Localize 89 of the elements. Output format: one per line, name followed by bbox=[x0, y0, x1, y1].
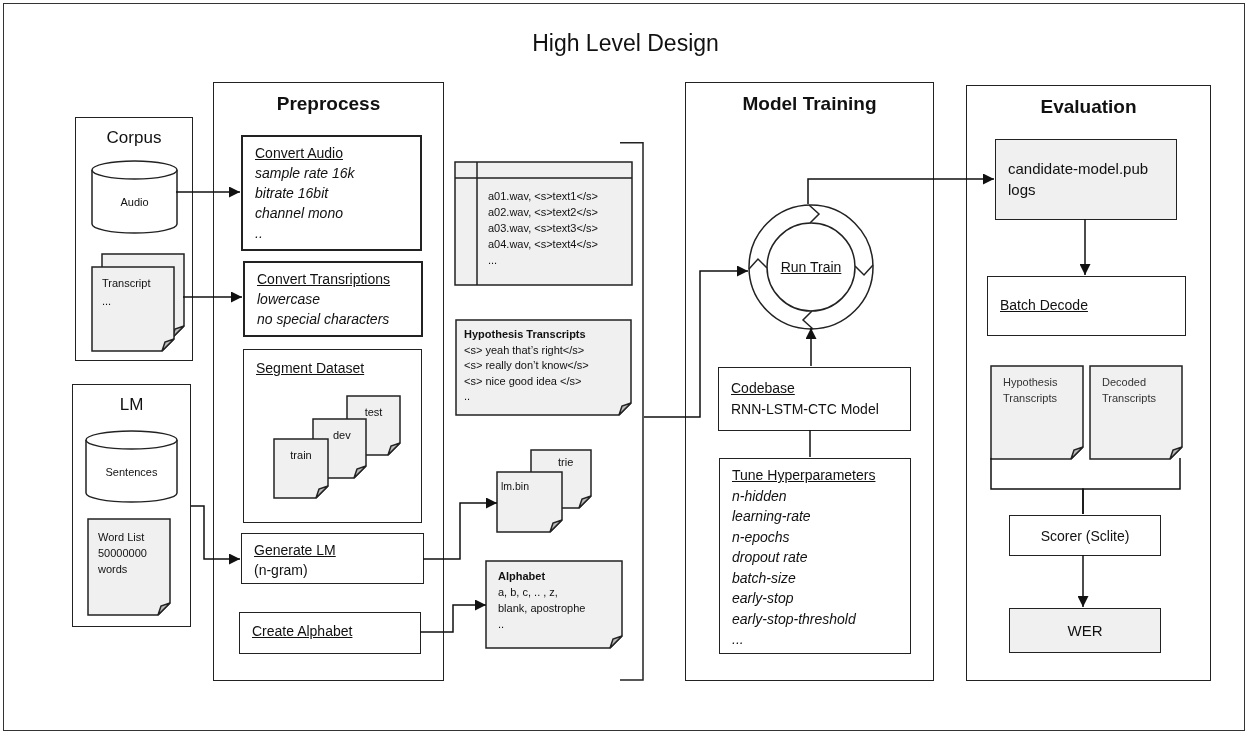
cylinder-label: Sentences bbox=[105, 465, 158, 478]
group-panel bbox=[685, 82, 934, 681]
step-detail: no special characters bbox=[257, 310, 391, 329]
cylinder-label: Audio bbox=[120, 196, 149, 208]
file-line: a03.wav, <s>text3</s> bbox=[488, 221, 599, 236]
document-label: Transcript bbox=[102, 276, 152, 291]
process-box bbox=[1009, 515, 1161, 556]
arrow bbox=[419, 599, 487, 633]
process-box bbox=[718, 367, 911, 431]
process-box bbox=[987, 276, 1186, 336]
arrow bbox=[190, 505, 241, 565]
parameter-item: early-stop-threshold bbox=[732, 609, 857, 629]
document-title: Alphabet bbox=[498, 569, 547, 584]
document-label: dev bbox=[333, 429, 352, 441]
document-label: Hypothesis Transcripts bbox=[1003, 375, 1059, 406]
process-box bbox=[243, 261, 423, 337]
parameter-item: n-hidden bbox=[732, 486, 788, 506]
step-detail: lowercase bbox=[257, 290, 322, 309]
document-title: Hypothesis Transcripts bbox=[464, 327, 587, 342]
group-title: Corpus bbox=[105, 128, 163, 148]
arrow bbox=[175, 186, 241, 198]
arrow bbox=[1079, 218, 1091, 276]
file-line: a01.wav, <s>text1</s> bbox=[488, 189, 599, 204]
output-label: logs bbox=[1008, 180, 1037, 200]
step-title: Generate LM bbox=[254, 541, 337, 560]
step-detail: RNN-LSTM-CTC Model bbox=[731, 400, 880, 419]
file-line: a, b, c, .. , z, bbox=[498, 585, 559, 600]
parameter-item: dropout rate bbox=[732, 548, 809, 567]
file-line: a04.wav, <s>text4</s> bbox=[488, 237, 599, 252]
process-box bbox=[995, 139, 1177, 220]
group-panel bbox=[966, 85, 1211, 681]
file-line: a02.wav, <s>text2</s> bbox=[488, 205, 599, 220]
step-detail: .. bbox=[255, 224, 264, 243]
file-line: blank, apostrophe bbox=[498, 601, 587, 616]
parameter-item: batch-size bbox=[732, 568, 797, 588]
file-line: .. bbox=[464, 389, 472, 404]
parameter-item: learning-rate bbox=[732, 507, 812, 526]
group-title: Preprocess bbox=[275, 93, 382, 115]
step-detail: bitrate 16bit bbox=[255, 184, 330, 203]
step-title: Tune Hyperparameters bbox=[732, 466, 877, 485]
process-box bbox=[239, 612, 421, 654]
step-title: Codebase bbox=[731, 379, 796, 398]
output-label: candidate-model.pub bbox=[1008, 159, 1150, 179]
group-title: LM bbox=[118, 395, 145, 415]
cycle-label: Run Train bbox=[780, 259, 842, 275]
arrow bbox=[182, 291, 243, 303]
file-line: ... bbox=[488, 253, 499, 268]
file-line: <s> really don’t know</s> bbox=[464, 358, 590, 373]
group-panel bbox=[213, 82, 444, 681]
document-label: ... bbox=[102, 294, 113, 309]
process-label: Scorer (Sclite) bbox=[1040, 527, 1130, 544]
group-panel bbox=[75, 117, 193, 361]
arrow bbox=[422, 497, 498, 560]
process-box bbox=[719, 458, 911, 654]
group-title: Evaluation bbox=[1039, 96, 1138, 118]
document-label: Decoded Transcripts bbox=[1102, 375, 1157, 406]
arrow bbox=[805, 327, 817, 367]
step-detail: sample rate 16k bbox=[255, 164, 356, 183]
connector-line bbox=[1082, 457, 1181, 515]
step-title: Segment Dataset bbox=[256, 360, 366, 376]
file-line: <s> yeah that’s right</s> bbox=[464, 342, 586, 358]
parameter-item: ... bbox=[732, 630, 745, 649]
document-label: lm.bin bbox=[501, 480, 530, 492]
document-label: Word List 50000000 words bbox=[98, 530, 148, 577]
arrow bbox=[1077, 554, 1089, 608]
file-line: <s> nice good idea </s> bbox=[464, 373, 583, 389]
parameter-item: early-stop bbox=[732, 589, 795, 608]
file-line: .. bbox=[498, 617, 506, 632]
document-label: test bbox=[363, 406, 384, 418]
step-title: Create Alphabet bbox=[252, 623, 354, 639]
arrow bbox=[643, 265, 749, 418]
result-label: WER bbox=[1067, 622, 1103, 639]
process-box bbox=[241, 135, 422, 251]
step-detail: channel mono bbox=[255, 204, 344, 223]
document-label: trie bbox=[558, 456, 575, 468]
document-label: train bbox=[289, 449, 313, 461]
group-panel bbox=[72, 384, 191, 627]
diagram-title: High Level Design bbox=[531, 30, 720, 57]
arrow bbox=[807, 173, 995, 205]
parameter-item: n-epochs bbox=[732, 527, 791, 547]
process-box bbox=[241, 533, 424, 584]
connector-line bbox=[809, 429, 811, 458]
step-title: Convert Transriptions bbox=[257, 270, 392, 289]
step-detail: (n-gram) bbox=[254, 561, 309, 580]
step-title: Convert Audio bbox=[255, 144, 344, 163]
process-box bbox=[1009, 608, 1161, 653]
group-title: Model Training bbox=[741, 93, 878, 115]
process-box bbox=[243, 349, 422, 523]
step-title: Batch Decode bbox=[1000, 297, 1089, 313]
